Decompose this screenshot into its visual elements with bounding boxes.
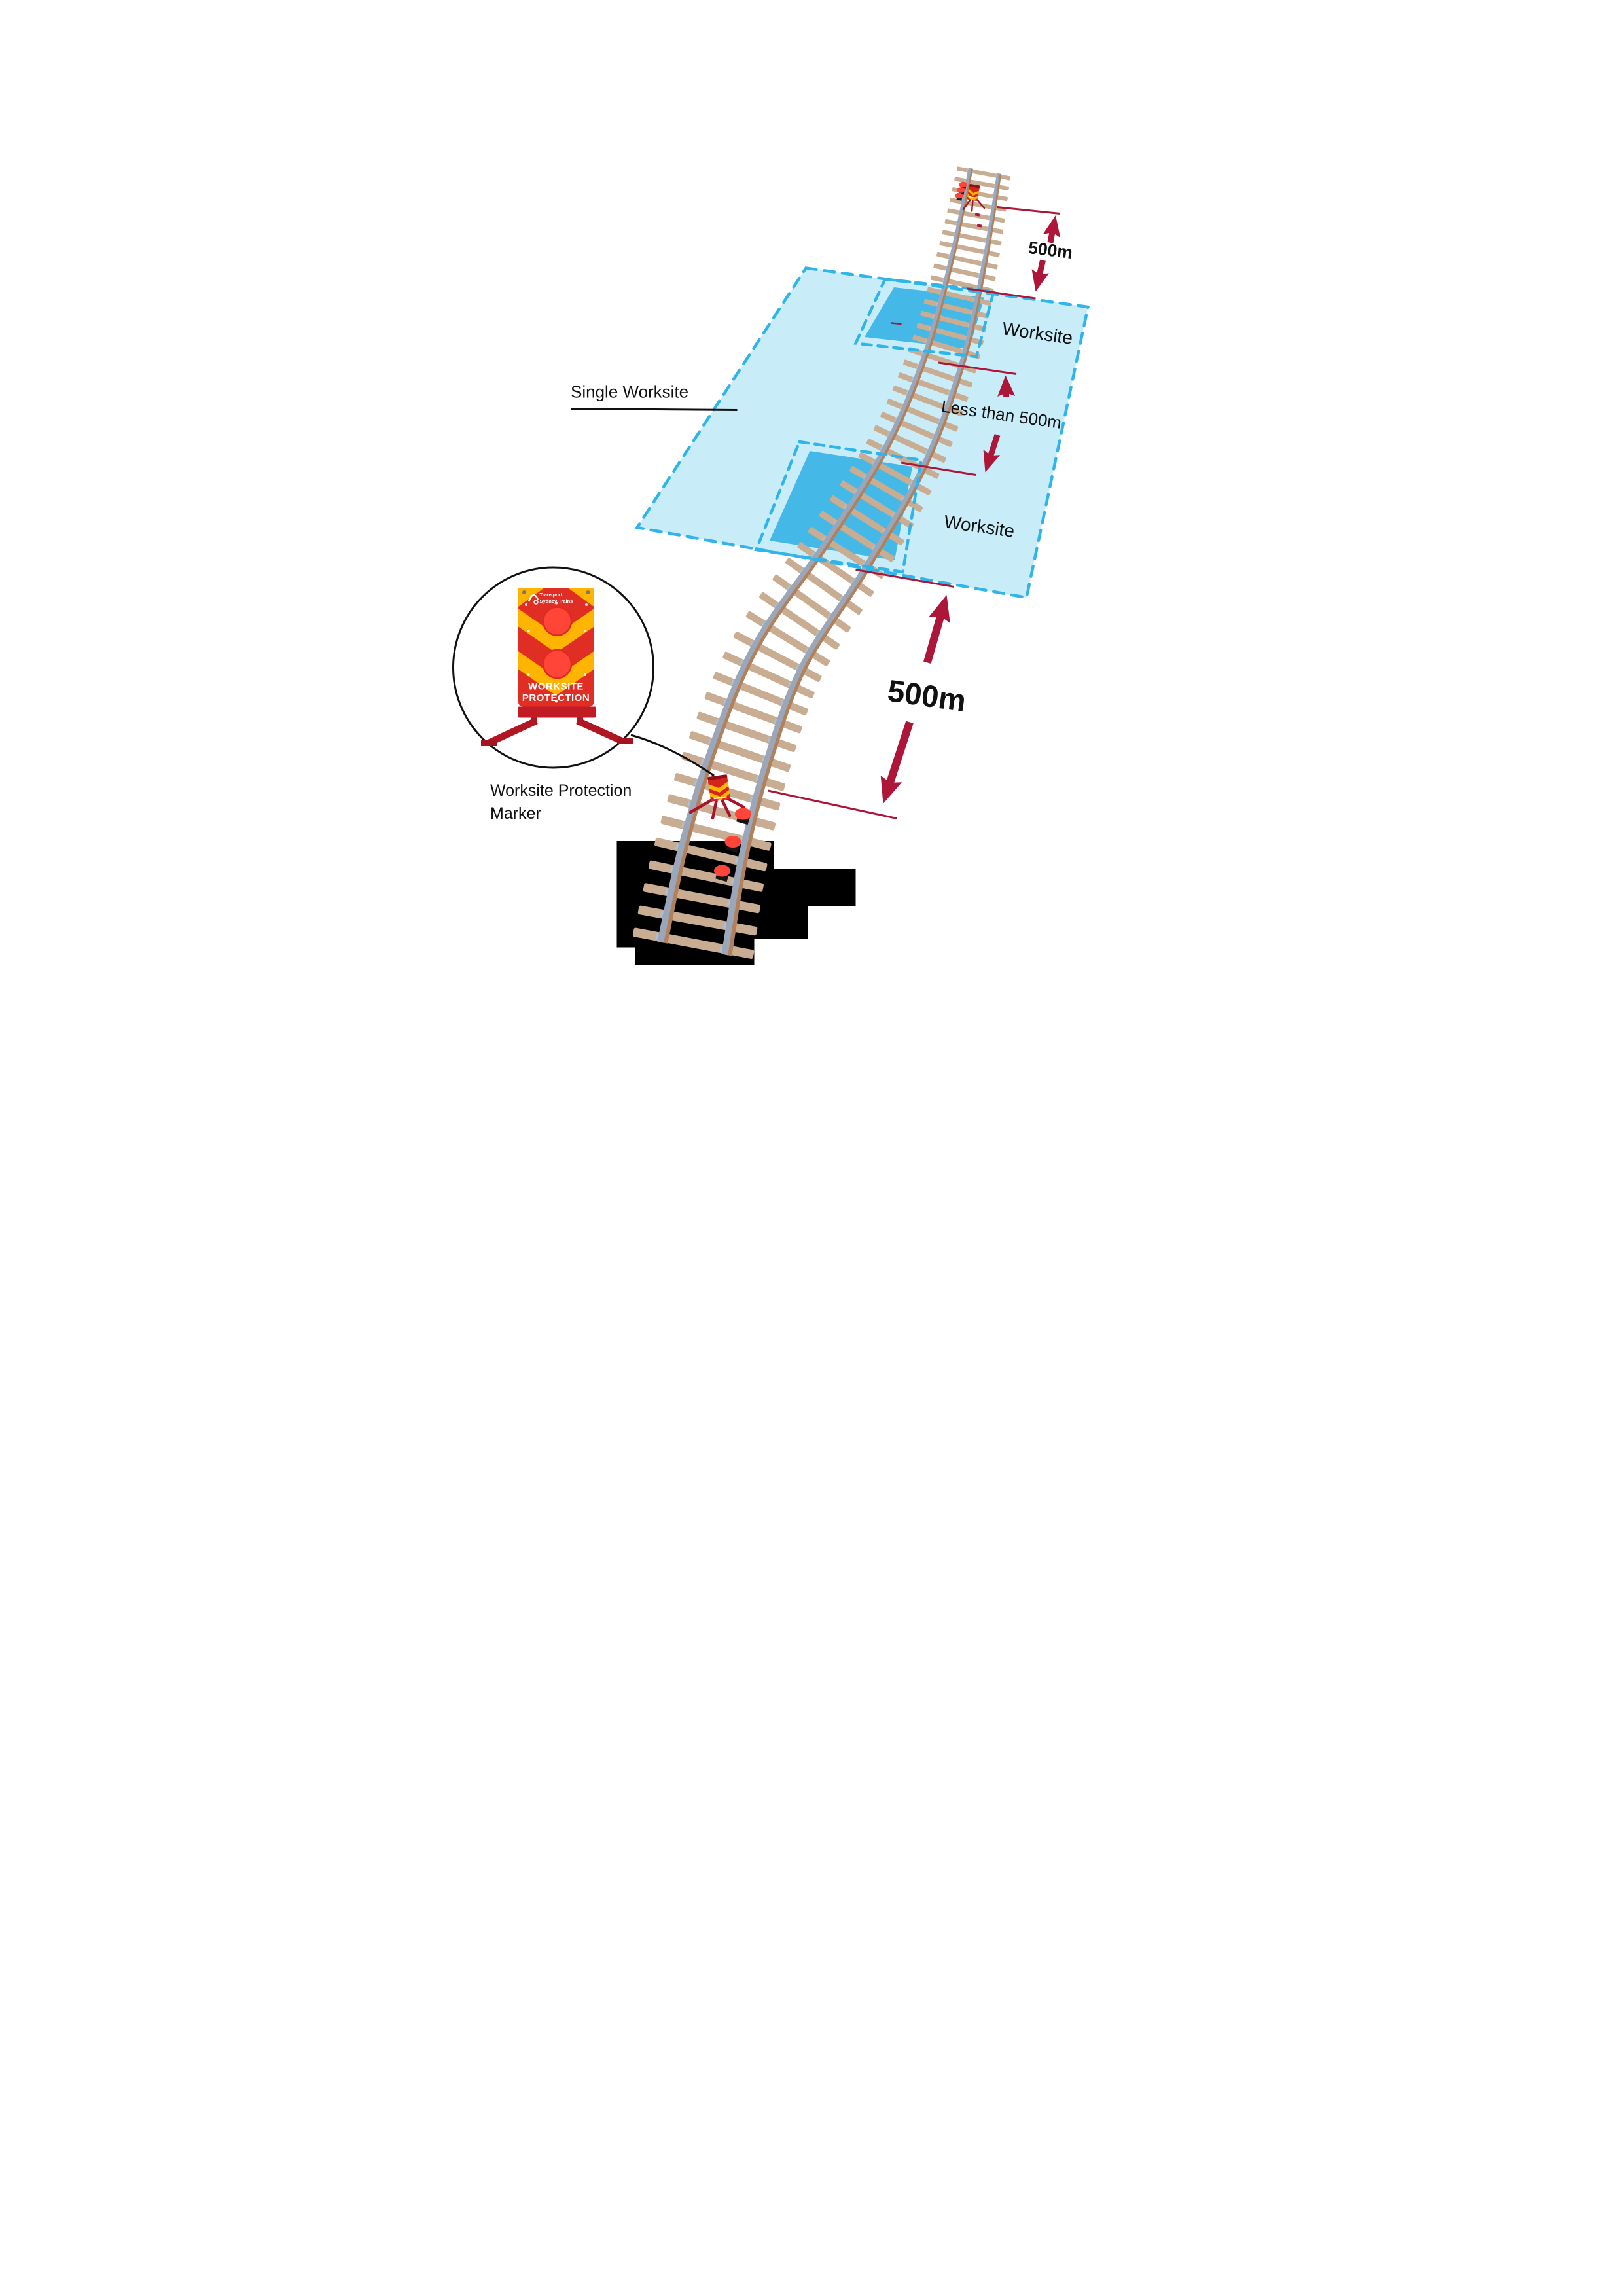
arrow-down-icon — [1031, 259, 1049, 292]
arrow-up-icon — [1043, 215, 1061, 243]
diagram-canvas: Transport Sydney Trains WORKSITE PROTECT… — [406, 0, 1217, 1148]
transport-sydney-trains-logo — [527, 594, 539, 605]
label-single-worksite: Single Worksite — [571, 382, 688, 402]
sign-line2: PROTECTION — [522, 692, 590, 704]
marker-inset: Transport Sydney Trains WORKSITE PROTECT… — [452, 566, 654, 769]
rail-disc-icons-bottom — [714, 808, 751, 882]
label-marker-caption-line1: Worksite Protection — [490, 781, 632, 800]
arrow-up-icon — [997, 375, 1016, 397]
worksite-protection-sign-icon: Transport Sydney Trains WORKSITE PROTECT… — [481, 588, 633, 746]
label-marker-caption-line2: Marker — [490, 804, 541, 823]
worksite-upper-border — [853, 278, 996, 359]
single-worksite-leader — [570, 408, 738, 411]
track-tick — [891, 322, 902, 325]
sign-line1: WORKSITE — [528, 681, 584, 692]
worksite-protection-marker-bottom-icon — [688, 774, 751, 882]
label-distance-top: 500m — [1027, 238, 1074, 262]
brand-line1: Transport — [540, 592, 563, 598]
rail-disc-icons-top — [955, 181, 967, 201]
label-distance-bottom: 500m — [885, 673, 968, 718]
brand-line2: Sydney Trains — [540, 598, 573, 604]
arrow-up-icon — [923, 595, 950, 664]
arrow-down-icon — [880, 721, 914, 804]
single-worksite-zone — [637, 268, 1088, 598]
dimension-arrows — [880, 215, 1061, 804]
arrow-down-icon — [983, 434, 1001, 473]
railway-track — [632, 166, 1011, 959]
inset-leader — [630, 734, 715, 777]
worksite-lower-border — [754, 440, 923, 574]
worksite-protection-marker-top-icon — [955, 181, 986, 228]
dimension-lines — [768, 206, 1061, 819]
